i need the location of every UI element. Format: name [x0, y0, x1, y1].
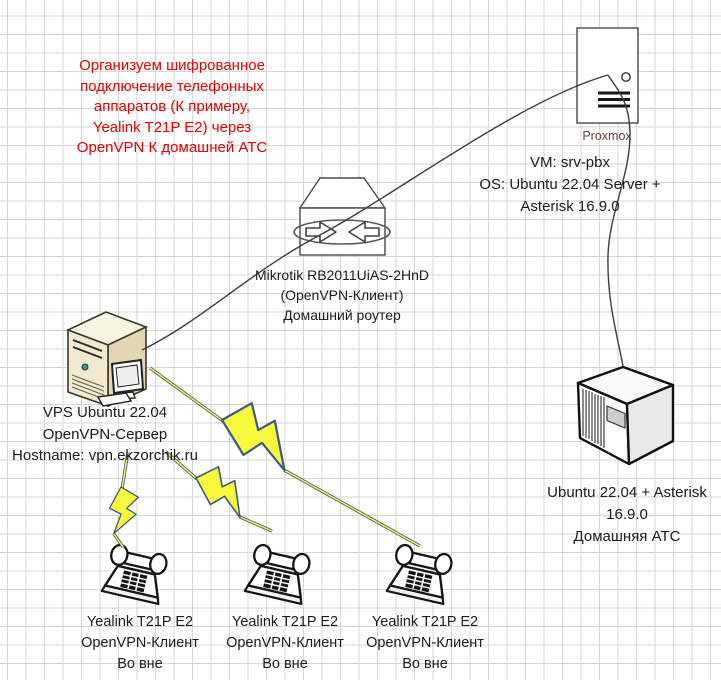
pbx-label: Ubuntu 22.04 + Asterisk 16.9.0 Домашняя … — [547, 484, 707, 545]
router-label: Mikrotik RB2011UiAS-2HnD (OpenVPN-Клиент… — [254, 267, 429, 323]
link-vps-to-proxmox — [141, 74, 609, 351]
vpn-link-phone-1 — [107, 451, 140, 548]
vpn-link-phone-2 — [164, 450, 273, 533]
vps-server-icon — [65, 311, 149, 408]
lightning-bolt-icon — [107, 485, 140, 536]
phone-2-label: Yealink T21P E2 OpenVPN-Клиент Во вне — [226, 614, 344, 672]
phone-icon — [243, 541, 314, 606]
arrow-right-icon — [305, 221, 337, 243]
link-proxmox-to-pbx — [607, 74, 631, 367]
arrow-left-icon — [348, 221, 380, 243]
lightning-bolt-icon — [187, 459, 258, 525]
phone-1-label: Yealink T21P E2 OpenVPN-Клиент Во вне — [81, 614, 199, 672]
phone-3-label: Yealink T21P E2 OpenVPN-Клиент Во вне — [366, 614, 484, 672]
drive-panel — [606, 405, 626, 429]
pbx-server-icon — [576, 365, 675, 466]
proxmox-server-icon — [576, 27, 639, 124]
proxmox-label: Proxmox — [582, 129, 632, 143]
proxmox-vm-info: VM: srv-pbx OS: Ubuntu 22.04 Server + As… — [479, 154, 661, 215]
vpn-link-phone-3 — [149, 366, 421, 548]
mikrotik-router-icon — [293, 177, 391, 256]
power-led — [81, 363, 89, 371]
lightning-bolt-icon — [211, 393, 307, 480]
phone-icon — [385, 541, 456, 606]
note-text: Организуем шифрованное подключение телеф… — [76, 57, 268, 156]
phone-icon — [100, 541, 171, 606]
vps-label: VPS Ubuntu 22.04 OpenVPN-Сервер Hostname… — [12, 404, 198, 464]
vent-grill — [582, 389, 605, 448]
desktop-pc-icon — [96, 358, 145, 407]
